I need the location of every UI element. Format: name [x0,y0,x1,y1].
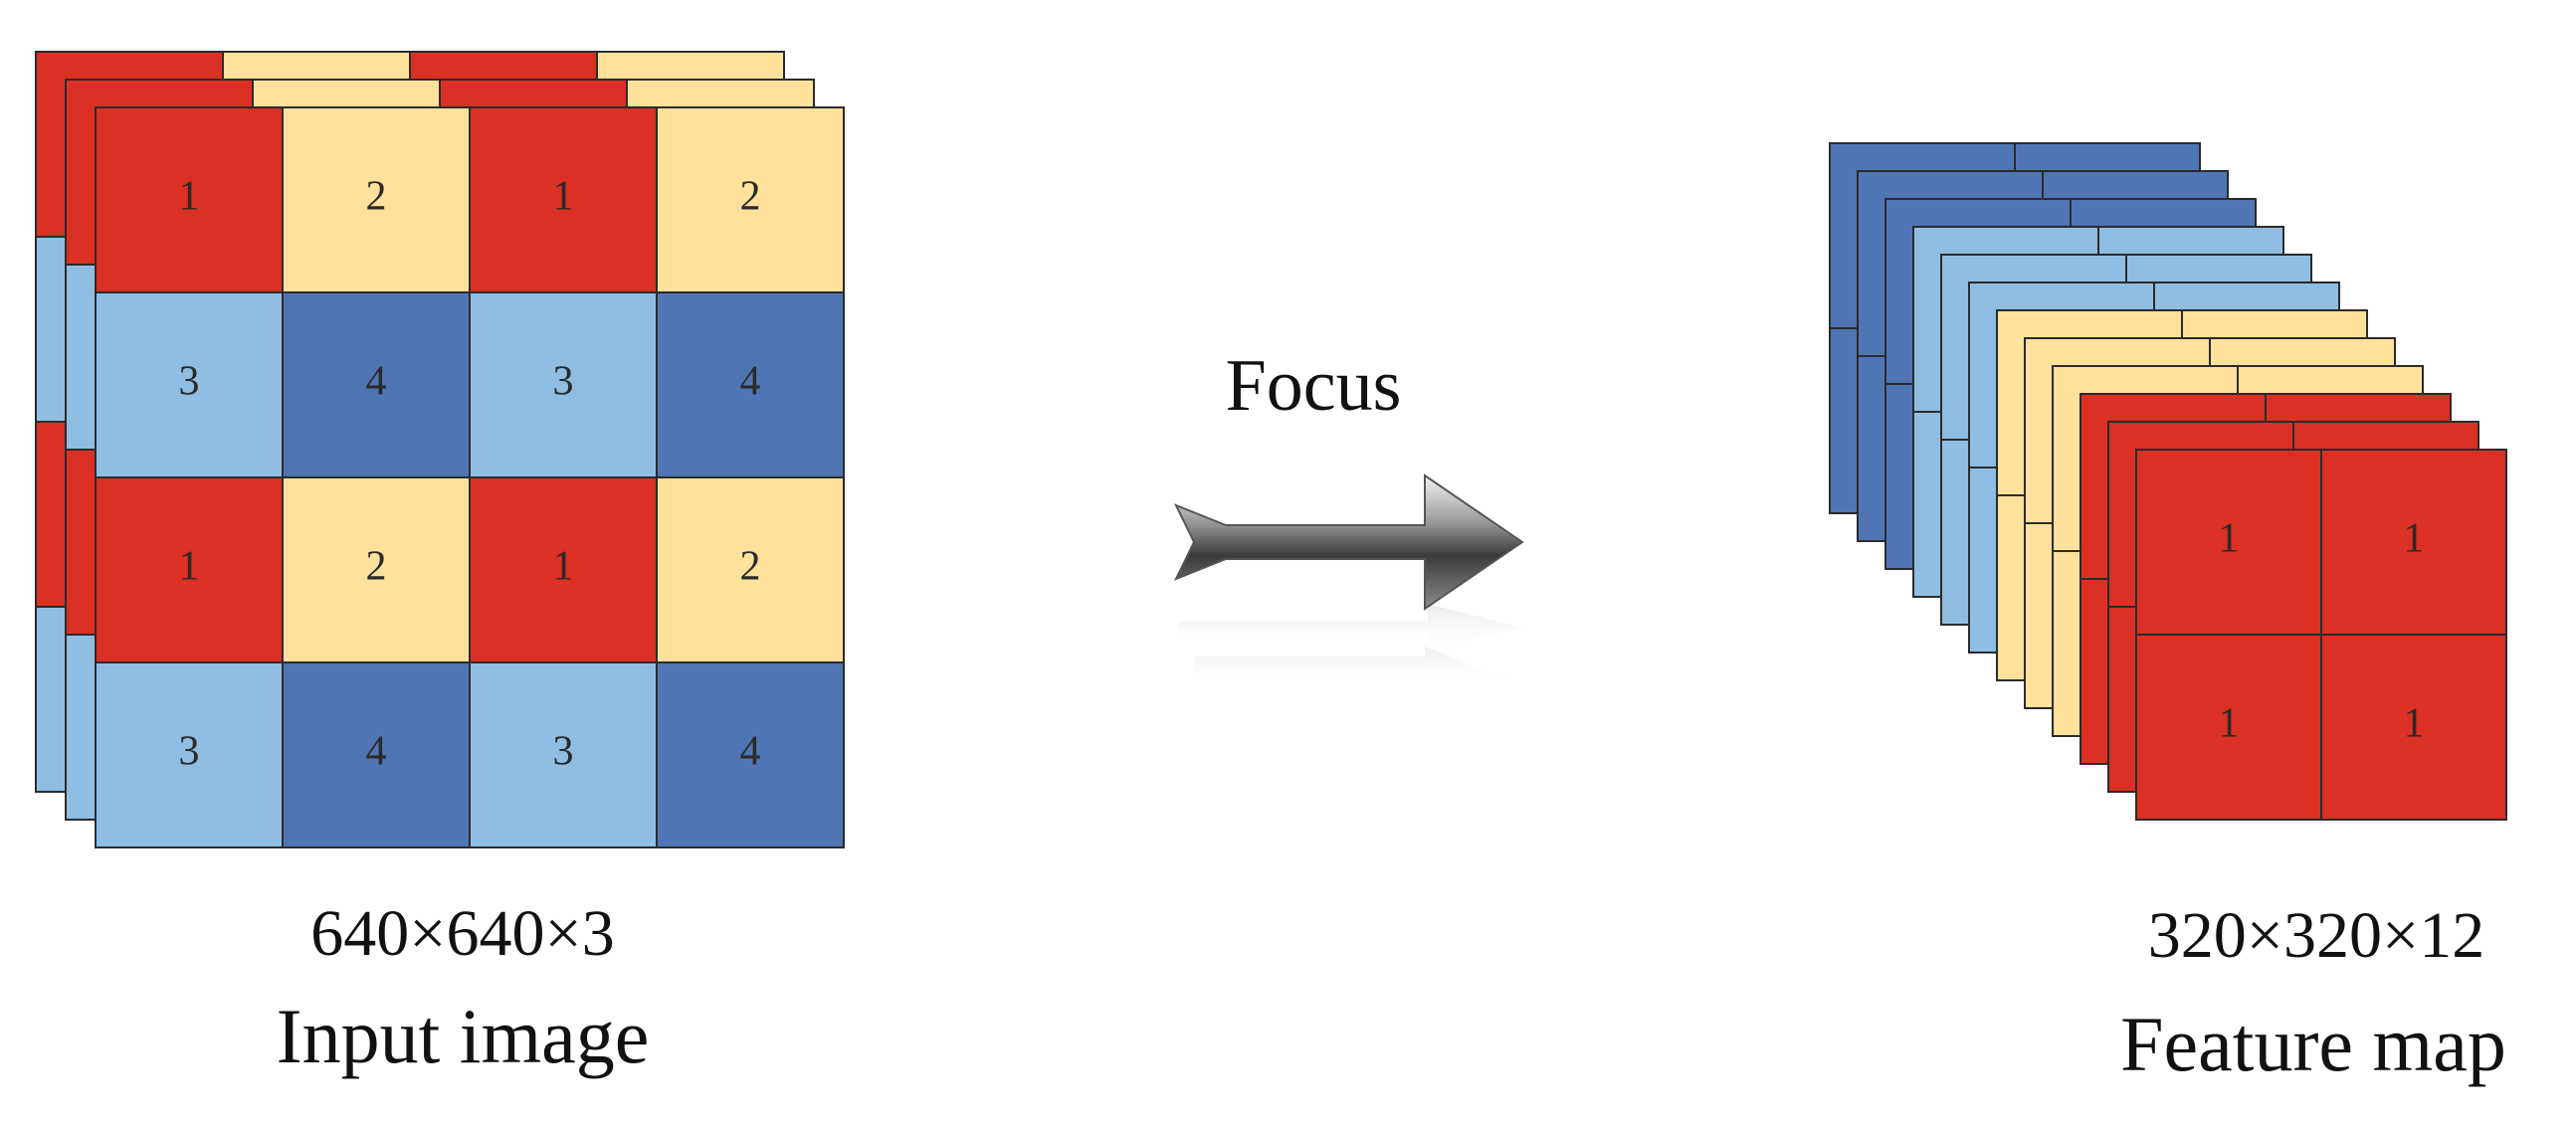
input-cell [469,106,658,293]
input-cell-label: 2 [740,174,761,220]
feature-cell [2320,449,2507,636]
input-cell-label: 4 [366,359,387,405]
input-cell [469,661,658,848]
input-cell [282,291,471,478]
input-cell-label: 1 [553,174,574,220]
input-dims-label: 640×640×3 [310,897,614,970]
output-dims-label: 320×320×12 [2148,899,2484,972]
input-cell [656,106,845,293]
focus-label: Focus [1226,345,1402,427]
input-cell-label: 2 [366,174,387,220]
input-cell [95,661,284,848]
input-cell [469,476,658,663]
right-arrow-icon [1173,473,1524,686]
input-cell [95,291,284,478]
input-cell-label: 1 [179,174,200,220]
input-cell-label: 3 [179,729,200,775]
input-cell [656,291,845,478]
output-title-label: Feature map [2120,1001,2506,1087]
feature-cell [2320,634,2507,821]
input-title-label: Input image [277,993,650,1079]
input-cell-label: 2 [366,544,387,590]
input-cell [469,291,658,478]
input-cell-label: 3 [553,359,574,405]
feature-cell [2135,634,2322,821]
input-cell [656,476,845,663]
input-cell-label: 4 [740,729,761,775]
input-cell [282,661,471,848]
input-cell [656,661,845,848]
input-cell-label: 2 [740,544,761,590]
input-cell-label: 3 [179,359,200,405]
input-cell-label: 1 [553,544,574,590]
feature-cell-label: 1 [2219,516,2240,562]
feature-cell-label: 1 [2404,516,2425,562]
feature-cell-label: 1 [2404,701,2425,747]
input-cell-label: 3 [553,729,574,775]
input-layer-front: 1 2 1 2 3 4 3 4 1 2 1 2 3 4 3 4 [95,106,845,848]
input-cell-label: 1 [179,544,200,590]
feature-cell-label: 1 [2219,701,2240,747]
input-cell-label: 4 [366,729,387,775]
feature-slice-front: 1 1 1 1 [2135,449,2507,821]
feature-map-stack: 1 1 1 1 [1829,142,2507,821]
input-cell-label: 4 [740,359,761,405]
input-image-stack: 1 2 1 2 3 4 3 4 1 2 1 2 3 4 3 4 [35,51,845,848]
input-cell [282,476,471,663]
